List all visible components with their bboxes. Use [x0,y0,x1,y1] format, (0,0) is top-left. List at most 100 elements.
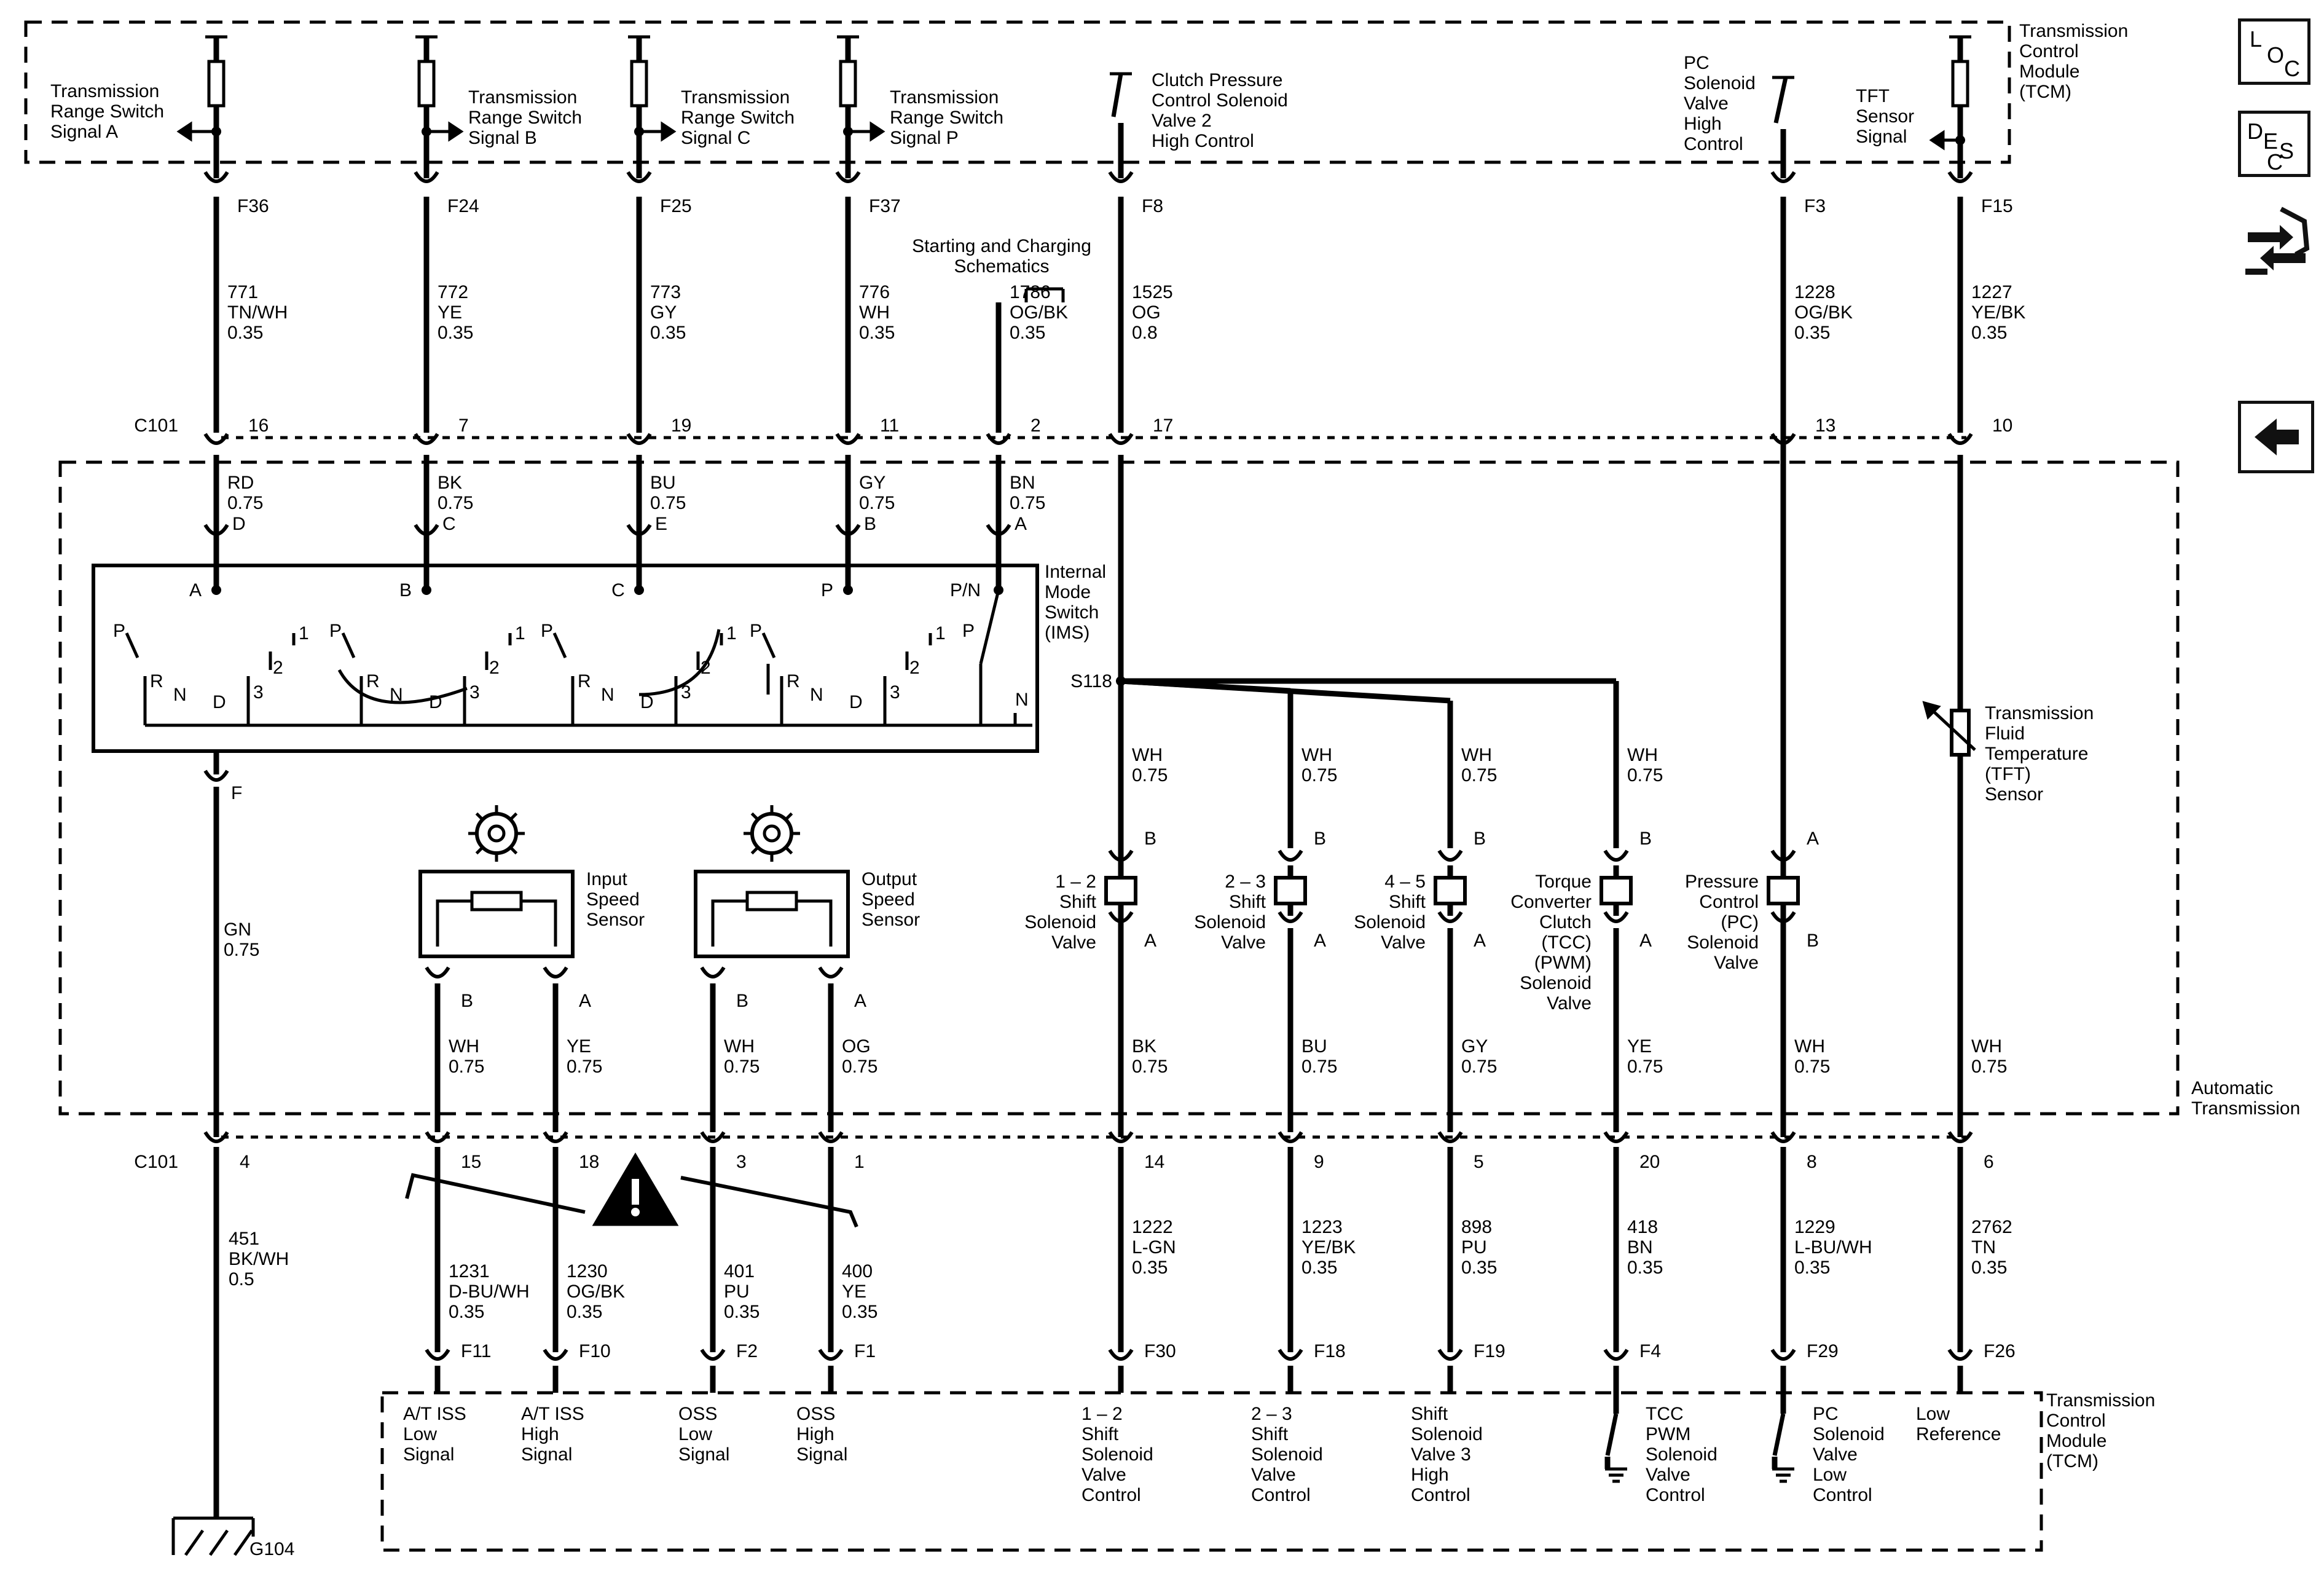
wire-color-label: 0.75 [438,493,473,513]
sensor-element-icon [470,891,523,912]
top-signal-label-7: Sensor [1856,106,1914,127]
solenoid-label: Clutch [1539,912,1592,932]
wire-color-label: 0.75 [859,493,895,513]
tft-sensor-label: Transmission [1985,703,2094,723]
ims-position-R: R [578,671,591,691]
tcm-signal-label: Shift [1082,1424,1119,1444]
sensor-element-icon [745,891,798,912]
solenoid-pin: A [1314,931,1326,951]
tcm-signal-label: PWM [1646,1424,1690,1444]
tcm-bottom-label: Module [2046,1431,2106,1451]
gear-icon-center [487,824,506,843]
tcm-pin-F25: F25 [660,196,692,216]
wire-color-label: 0.75 [224,940,259,960]
tcm-signal-label: Control [1251,1485,1311,1505]
connector-pin-icon [414,171,439,183]
tcm-pin-F8: F8 [1142,196,1163,216]
sensor-lead [436,899,472,947]
tcm-signal-label: Shift [1251,1424,1289,1444]
ims-contact [125,632,139,659]
circuit-label: BK/WH [229,1249,289,1269]
ims-contact [761,632,776,659]
tcm-pin: F10 [579,1341,611,1361]
tcm-pin: F18 [1314,1341,1346,1361]
tcm-signal-label: Signal [796,1444,847,1465]
speed-sensor-label: Input [586,869,627,889]
switch-icon [1605,1413,1619,1456]
resistor-icon [417,60,436,108]
desc-letter-e: E [2263,128,2279,154]
top-signal-label-0: Transmission [50,81,159,101]
ims-position-N: N [601,685,614,705]
c101-top-label: C101 [134,415,178,436]
ims-contact [341,632,356,659]
tcm-pin-F3: F3 [1804,196,1826,216]
solenoid-icon [1600,876,1633,905]
ims-position-2: 2 [273,658,283,678]
tcm-signal-label: Signal [403,1444,454,1465]
tcm-signal-label: Solenoid [1082,1444,1153,1465]
location-button[interactable]: L O C [2238,18,2310,85]
circuit-label: 0.35 [567,1302,602,1322]
solenoid-label: Valve [1381,932,1426,953]
ims-position-3: 3 [253,682,264,703]
circuit-label: OG/BK [1794,302,1853,323]
ims-label: Switch [1045,602,1099,623]
connector-pin-icon [414,433,439,445]
solenoid-icon [1767,876,1800,905]
twisted-pair-icon [405,1173,586,1214]
tcm-signal-label: Solenoid [1813,1424,1885,1444]
sensor-pin: A [854,991,866,1011]
ims-contact-label: P/N [950,580,981,600]
solenoid-pin: B [1144,829,1156,849]
connector-pin-icon [203,171,229,183]
ims-connector-pin: B [864,514,876,534]
speed-sensor-label: Output [862,869,917,889]
tcm-signal-label: Valve [1813,1444,1858,1465]
solenoid-label: (TCC) [1541,932,1592,953]
warning-icon-mark [632,1179,639,1205]
tcm-top-label: Module [2019,61,2079,82]
top-signal-label-6: PC [1684,53,1710,73]
top-signal-label-5: Clutch Pressure [1152,70,1282,90]
top-signal-label-5: Control Solenoid [1152,90,1288,111]
circuit-label: 0.35 [1794,1258,1830,1278]
ims-connector-pin: A [1015,514,1027,534]
solenoid-pin: A [1144,931,1156,951]
wire-color-label: WH [449,1036,479,1057]
tcm-pin-F36: F36 [237,196,269,216]
wire-color-label: 0.75 [724,1057,760,1077]
top-signal-label-2: Signal C [681,128,750,148]
connector-pin-icon [1108,171,1134,183]
tcm-pin: F1 [854,1341,876,1361]
connector-pin-icon [203,524,229,536]
ims-label: Mode [1045,582,1091,602]
back-button[interactable] [2238,401,2314,473]
ims-position-N: N [810,685,823,705]
connector-pin-icon [1108,1349,1134,1361]
top-signal-label-1: Signal B [468,128,537,148]
ims-contact-label: B [399,580,412,600]
gear-icon [475,812,518,855]
circuit-label: 0.35 [1794,323,1830,343]
wire [1120,678,1291,694]
tcm-signal-label: A/T ISS [403,1404,466,1424]
solenoid-label: Converter [1510,892,1592,912]
ims-position-3: 3 [469,682,480,703]
solenoid-pin: B [1807,931,1819,951]
wire-color-label: WH [1794,1036,1825,1057]
ims-position-D: D [640,692,654,712]
ims-position-P: P [541,621,553,641]
switch-icon [1772,1413,1786,1456]
resistor-icon [839,60,857,108]
diagnostics-icon[interactable] [2243,203,2310,283]
description-button[interactable]: D E S C [2238,111,2310,177]
tcm-signal-label: Low [678,1424,712,1444]
tft-sensor-label: Temperature [1985,744,2088,764]
connector-pin-icon [1278,911,1303,923]
wire-color-label: 0.75 [842,1057,877,1077]
connector-pin-icon [1770,1349,1796,1361]
circuit-label: 772 [438,282,468,302]
circuit-label: WH [859,302,890,323]
